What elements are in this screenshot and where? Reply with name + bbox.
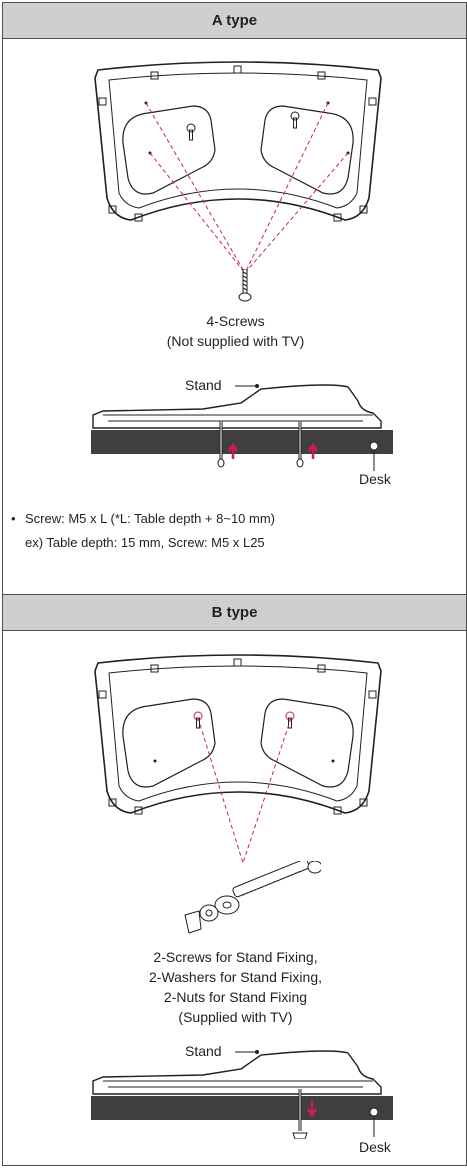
desk-label-b: Desk bbox=[359, 1139, 391, 1155]
screw-washer-nut-icon bbox=[184, 861, 321, 934]
section-a-header: A type bbox=[3, 3, 466, 39]
section-b-title: B type bbox=[211, 604, 258, 621]
caption-a-line1: 4-Screws bbox=[206, 313, 265, 329]
screw-guide-lines-b bbox=[197, 717, 292, 864]
note-line2: ex) Table depth: 15 mm, Screw: M5 x L25 bbox=[25, 535, 265, 550]
stand-label-b: Stand bbox=[185, 1043, 222, 1059]
stand-side-view-b bbox=[91, 1050, 393, 1139]
stand-base-top-view-b bbox=[94, 654, 382, 815]
stand-label-a: Stand bbox=[185, 377, 222, 393]
caption-b-line4: (Supplied with TV) bbox=[178, 1009, 293, 1025]
section-a-title: A type bbox=[211, 12, 258, 29]
screws-caption-b: 2-Screws for Stand Fixing, 2-Washers for… bbox=[3, 947, 467, 1027]
screw-icon bbox=[238, 269, 252, 302]
caption-b-line3: 2-Nuts for Stand Fixing bbox=[163, 989, 308, 1005]
screw-spec-note: • Screw: M5 x L (*L: Table depth + 8~10 m… bbox=[11, 507, 275, 555]
caption-b-line1: 2-Screws for Stand Fixing, bbox=[153, 949, 318, 965]
caption-b-line2: 2-Washers for Stand Fixing, bbox=[149, 969, 322, 985]
section-b-header: B type bbox=[3, 594, 466, 631]
screw-guide-lines-a bbox=[145, 102, 349, 274]
note-bullet: • bbox=[11, 511, 16, 526]
caption-a-line2: (Not supplied with TV) bbox=[166, 333, 305, 349]
desk-label-a: Desk bbox=[359, 471, 391, 487]
note-line1: Screw: M5 x L (*L: Table depth + 8~10 mm… bbox=[25, 511, 276, 526]
stand-side-view-a bbox=[91, 384, 393, 471]
stand-base-top-view-a bbox=[94, 61, 382, 222]
screws-caption-a: 4-Screws (Not supplied with TV) bbox=[3, 311, 467, 351]
